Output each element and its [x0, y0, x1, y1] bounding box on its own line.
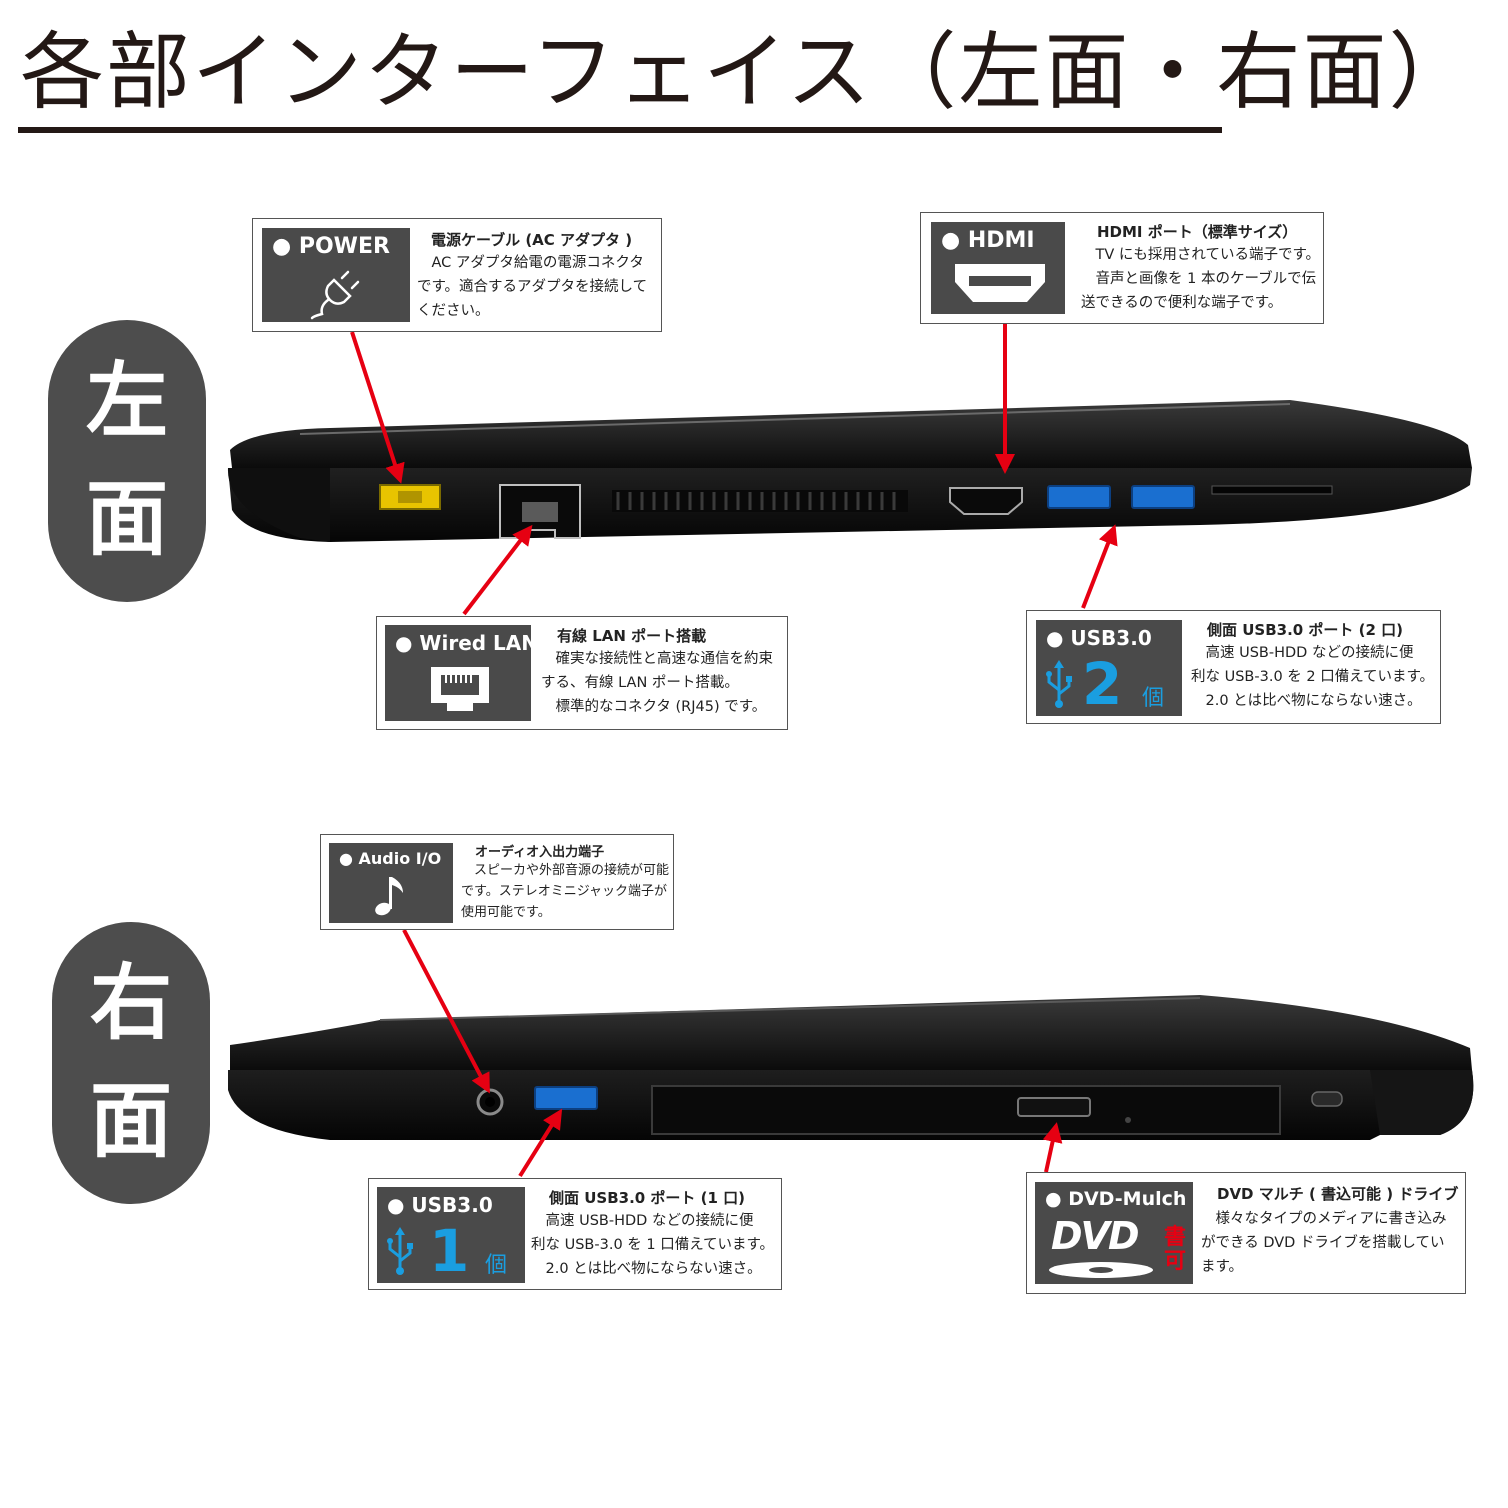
power-badge: ● POWER	[262, 228, 410, 322]
right-side-char-1: 右	[89, 956, 172, 1051]
audio-callout: ● Audio I/O オーディオ入出力端子 スピーカや外部音源の接続が可能 で…	[320, 834, 674, 930]
left-side-char-2: 面	[85, 472, 168, 567]
right-side-label: 右 面	[52, 922, 210, 1204]
dvd-heading: DVD マルチ ( 書込可能 ) ドライブ	[1217, 1185, 1459, 1203]
dvd-logo-icon	[1049, 1262, 1153, 1278]
usb-right-callout: ● USB3.0 1 個 側面 USB3.0 ポート (1 口) 高速 USB-…	[368, 1178, 782, 1290]
writable-mark-1: 書	[1163, 1225, 1186, 1250]
usb-left-heading: 側面 USB3.0 ポート (2 口)	[1207, 621, 1404, 639]
hdmi-badge: ● HDMI	[931, 222, 1065, 314]
right-side-char-2: 面	[89, 1074, 172, 1169]
dvd-description: 様々なタイプのメディアに書き込み ができる DVD ドライブを搭載してい ます。	[1201, 1211, 1447, 1275]
dvd-callout: ● DVD-Mulch DVD 書 可 DVD マルチ ( 書込可能 ) ドライ…	[1026, 1172, 1466, 1294]
usb-left-badge: ● USB3.0 2 個	[1036, 620, 1182, 718]
usb-right-badge-title: ● USB3.0	[387, 1193, 493, 1217]
power-description: AC アダプタ給電の電源コネクタ です。適合するアダプタを接続して ください。	[417, 255, 648, 319]
usb-icon	[387, 1227, 413, 1275]
hdmi-badge-title: ● HDMI	[941, 228, 1035, 253]
dvd-badge: ● DVD-Mulch DVD 書 可	[1035, 1182, 1193, 1284]
hdmi-port-icon	[955, 264, 1045, 302]
hdmi-callout: ● HDMI HDMI ポート（標準サイズ） TV にも採用されている端子です。…	[920, 212, 1324, 324]
arrow-lan	[462, 524, 533, 616]
usb-left-port-unit: 個	[1142, 686, 1165, 711]
usb-right-badge: ● USB3.0 1 個	[377, 1187, 525, 1285]
usb-left-description: 高速 USB-HDD などの接続に便 利な USB-3.0 を 2 口備えていま…	[1191, 645, 1435, 709]
page-title: 各部インターフェイス（左面・右面）	[20, 23, 1475, 121]
arrow-dvd	[1042, 1122, 1063, 1173]
arrow-power	[350, 331, 405, 484]
usb-icon	[1046, 660, 1072, 708]
arrow-audio	[402, 929, 490, 1094]
usb-left-badge-title: ● USB3.0	[1046, 626, 1152, 650]
power-badge-title: ● POWER	[272, 234, 390, 259]
lan-description: 確実な接続性と高速な通信を約束 する、有線 LAN ポート搭載。 標準的なコネク…	[541, 651, 773, 715]
lan-callout: ● Wired LAN 有線 LAN ポート搭載 確実な接続性と高速な通信を約束…	[376, 616, 788, 730]
audio-description: スピーカや外部音源の接続が可能 です。ステレオミニジャック端子が 使用可能です。	[461, 863, 670, 920]
hdmi-heading: HDMI ポート（標準サイズ）	[1097, 223, 1298, 241]
usb-right-port-unit: 個	[485, 1253, 508, 1278]
power-heading: 電源ケーブル (AC アダプタ )	[431, 231, 633, 249]
title-underline	[18, 127, 1222, 133]
lan-badge: ● Wired LAN	[385, 625, 538, 721]
left-side-char-1: 左	[85, 354, 168, 449]
usb-left-port-count: 2	[1082, 650, 1123, 718]
usb-left-callout: ● USB3.0 2 個 側面 USB3.0 ポート (2 口) 高速 USB-…	[1026, 610, 1441, 724]
left-side-label: 左 面	[48, 320, 206, 602]
dvd-badge-title: ● DVD-Mulch	[1045, 1188, 1187, 1210]
writable-mark-2: 可	[1163, 1249, 1186, 1274]
plug-icon	[310, 270, 360, 320]
audio-heading: オーディオ入出力端子	[475, 845, 605, 860]
laptop-left-side-photo	[0, 390, 1508, 560]
ethernet-port-icon	[431, 667, 489, 711]
hdmi-description: TV にも採用されている端子です。 音声と画像を 1 本のケーブルで伝 送できる…	[1081, 247, 1320, 311]
arrow-usb-left	[1081, 524, 1118, 609]
lan-badge-title: ● Wired LAN	[395, 631, 538, 655]
dvd-logo-text: DVD	[1051, 1214, 1139, 1258]
usb-right-heading: 側面 USB3.0 ポート (1 口)	[549, 1189, 746, 1207]
audio-badge-title: ● Audio I/O	[339, 849, 442, 868]
lan-heading: 有線 LAN ポート搭載	[557, 627, 707, 645]
usb-right-port-count: 1	[429, 1217, 470, 1285]
laptop-right-side-photo	[0, 990, 1508, 1140]
power-callout: ● POWER 電源ケーブル (AC アダプタ ) AC アダプタ給電の電源コネ…	[252, 218, 662, 332]
music-note-icon	[375, 877, 403, 916]
arrow-usb-right	[518, 1108, 563, 1178]
audio-badge: ● Audio I/O	[329, 843, 453, 923]
usb-right-description: 高速 USB-HDD などの接続に便 利な USB-3.0 を 1 口備えていま…	[531, 1213, 775, 1277]
